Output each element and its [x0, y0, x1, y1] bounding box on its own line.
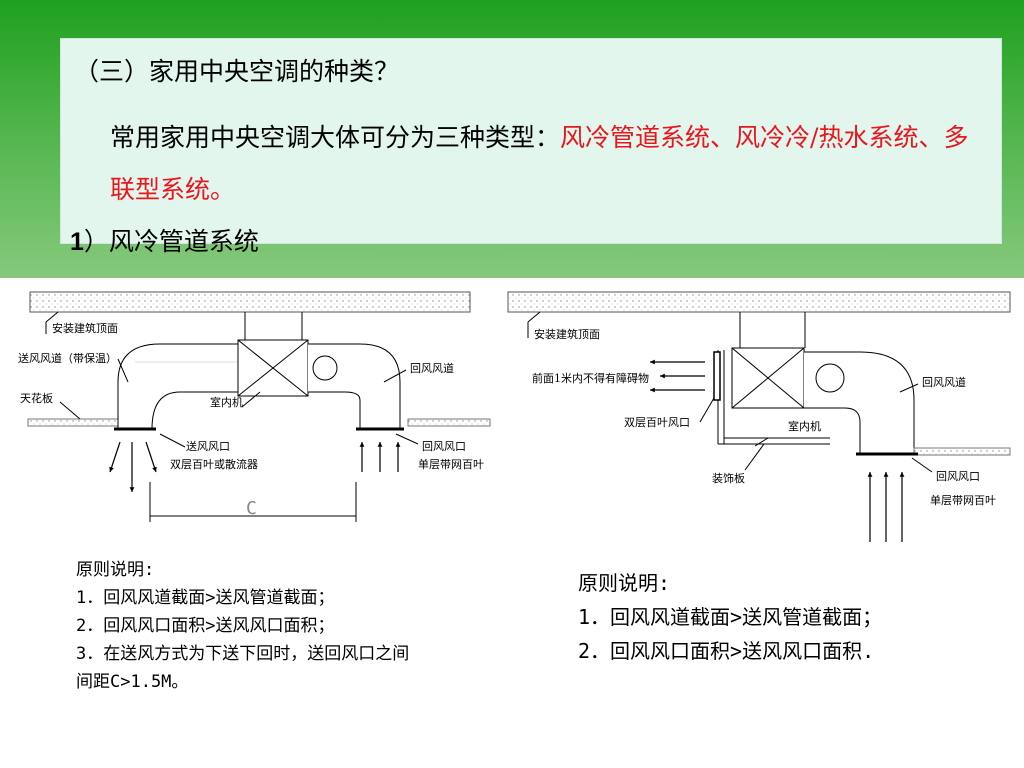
label-obstacle: 前面1米内不得有障碍物 [532, 371, 649, 385]
label-return-duct: 回风风道 [922, 375, 966, 389]
left-note-line: 1．回风风道截面>送风管道截面； [76, 588, 335, 608]
right-ceiling-slab [507, 291, 1011, 313]
left-supply-arrows [109, 441, 157, 492]
label-return-duct: 回风风道 [410, 361, 454, 375]
intro-text: 常用家用中央空调大体可分为三种类型：风冷管道系统、风冷冷/热水系统、多联型系统。 [110, 112, 990, 216]
label-decor-board: 装饰板 [712, 471, 745, 485]
distance-label: C [246, 498, 257, 519]
right-note-line: 1．回风风道截面>送风管道截面； [578, 605, 883, 629]
left-note-line: 3．在送风方式为下送下回时，送回风口之间 [76, 644, 410, 664]
label-return-outlet-type: 单层带网百叶 [418, 458, 484, 471]
label-indoor-unit: 室内机 [788, 419, 821, 433]
right-supply-arrows [650, 359, 705, 393]
subheading: 1）风冷管道系统 [70, 222, 259, 258]
left-notes: 原则说明: 1．回风风道截面>送风管道截面； 2．回风风口面积>送风风口面积； … [76, 556, 409, 696]
right-note-line: 2．回风风口面积>送风风口面积. [578, 639, 875, 663]
left-supply-duct [117, 343, 239, 430]
left-note-line: 间距C>1.5M。 [76, 672, 189, 692]
slide-heading: （三）家用中央空调的种类？ [74, 57, 400, 86]
label-supply-duct: 送风风道（带保温） [18, 351, 117, 365]
subheading-text: ）风冷管道系统 [83, 227, 259, 256]
label-supply-outlet: 送风风口 [186, 439, 230, 453]
label-supply-outlet: 双层百叶风口 [624, 416, 690, 429]
right-diagram: 安装建筑顶面 前面1米内不得有障碍物 双层百叶风口 室内机 回风风道 装饰板 回… [507, 291, 1011, 542]
label-return-outlet-type: 单层带网百叶 [930, 494, 996, 507]
right-supply-grille [713, 351, 721, 401]
intro-lead: 常用家用中央空调大体可分为三种类型： [110, 123, 561, 152]
intro-panel [60, 38, 1002, 244]
label-ceiling-board: 天花板 [20, 391, 53, 405]
left-diagram: C 安装建筑顶面 送风风道（带保温） 天花板 室内机 回风风道 送风风口 双层百… [18, 291, 491, 522]
left-note-line: 2．回风风口面积>送风风口面积； [76, 616, 335, 636]
label-supply-outlet-type: 双层百叶或散流器 [170, 457, 258, 471]
left-return-arrows [359, 442, 401, 472]
label-ceiling: 安装建筑顶面 [534, 327, 600, 341]
label-return-outlet: 回风风口 [422, 440, 466, 453]
subheading-number: 1 [70, 228, 84, 256]
right-note-line: 原则说明: [578, 571, 671, 595]
right-return-arrows [867, 472, 905, 542]
left-note-line: 原则说明: [76, 560, 155, 580]
label-indoor-unit: 室内机 [210, 395, 243, 409]
label-ceiling: 安装建筑顶面 [52, 321, 118, 335]
left-ceiling-slab [29, 291, 471, 313]
right-notes: 原则说明: 1．回风风道截面>送风管道截面； 2．回风风口面积>送风风口面积. [578, 566, 882, 668]
intro-highlight: 风冷管道系统、风冷冷/热水系统、多联型系统。 [110, 123, 969, 204]
label-return-outlet: 回风风口 [936, 470, 980, 483]
